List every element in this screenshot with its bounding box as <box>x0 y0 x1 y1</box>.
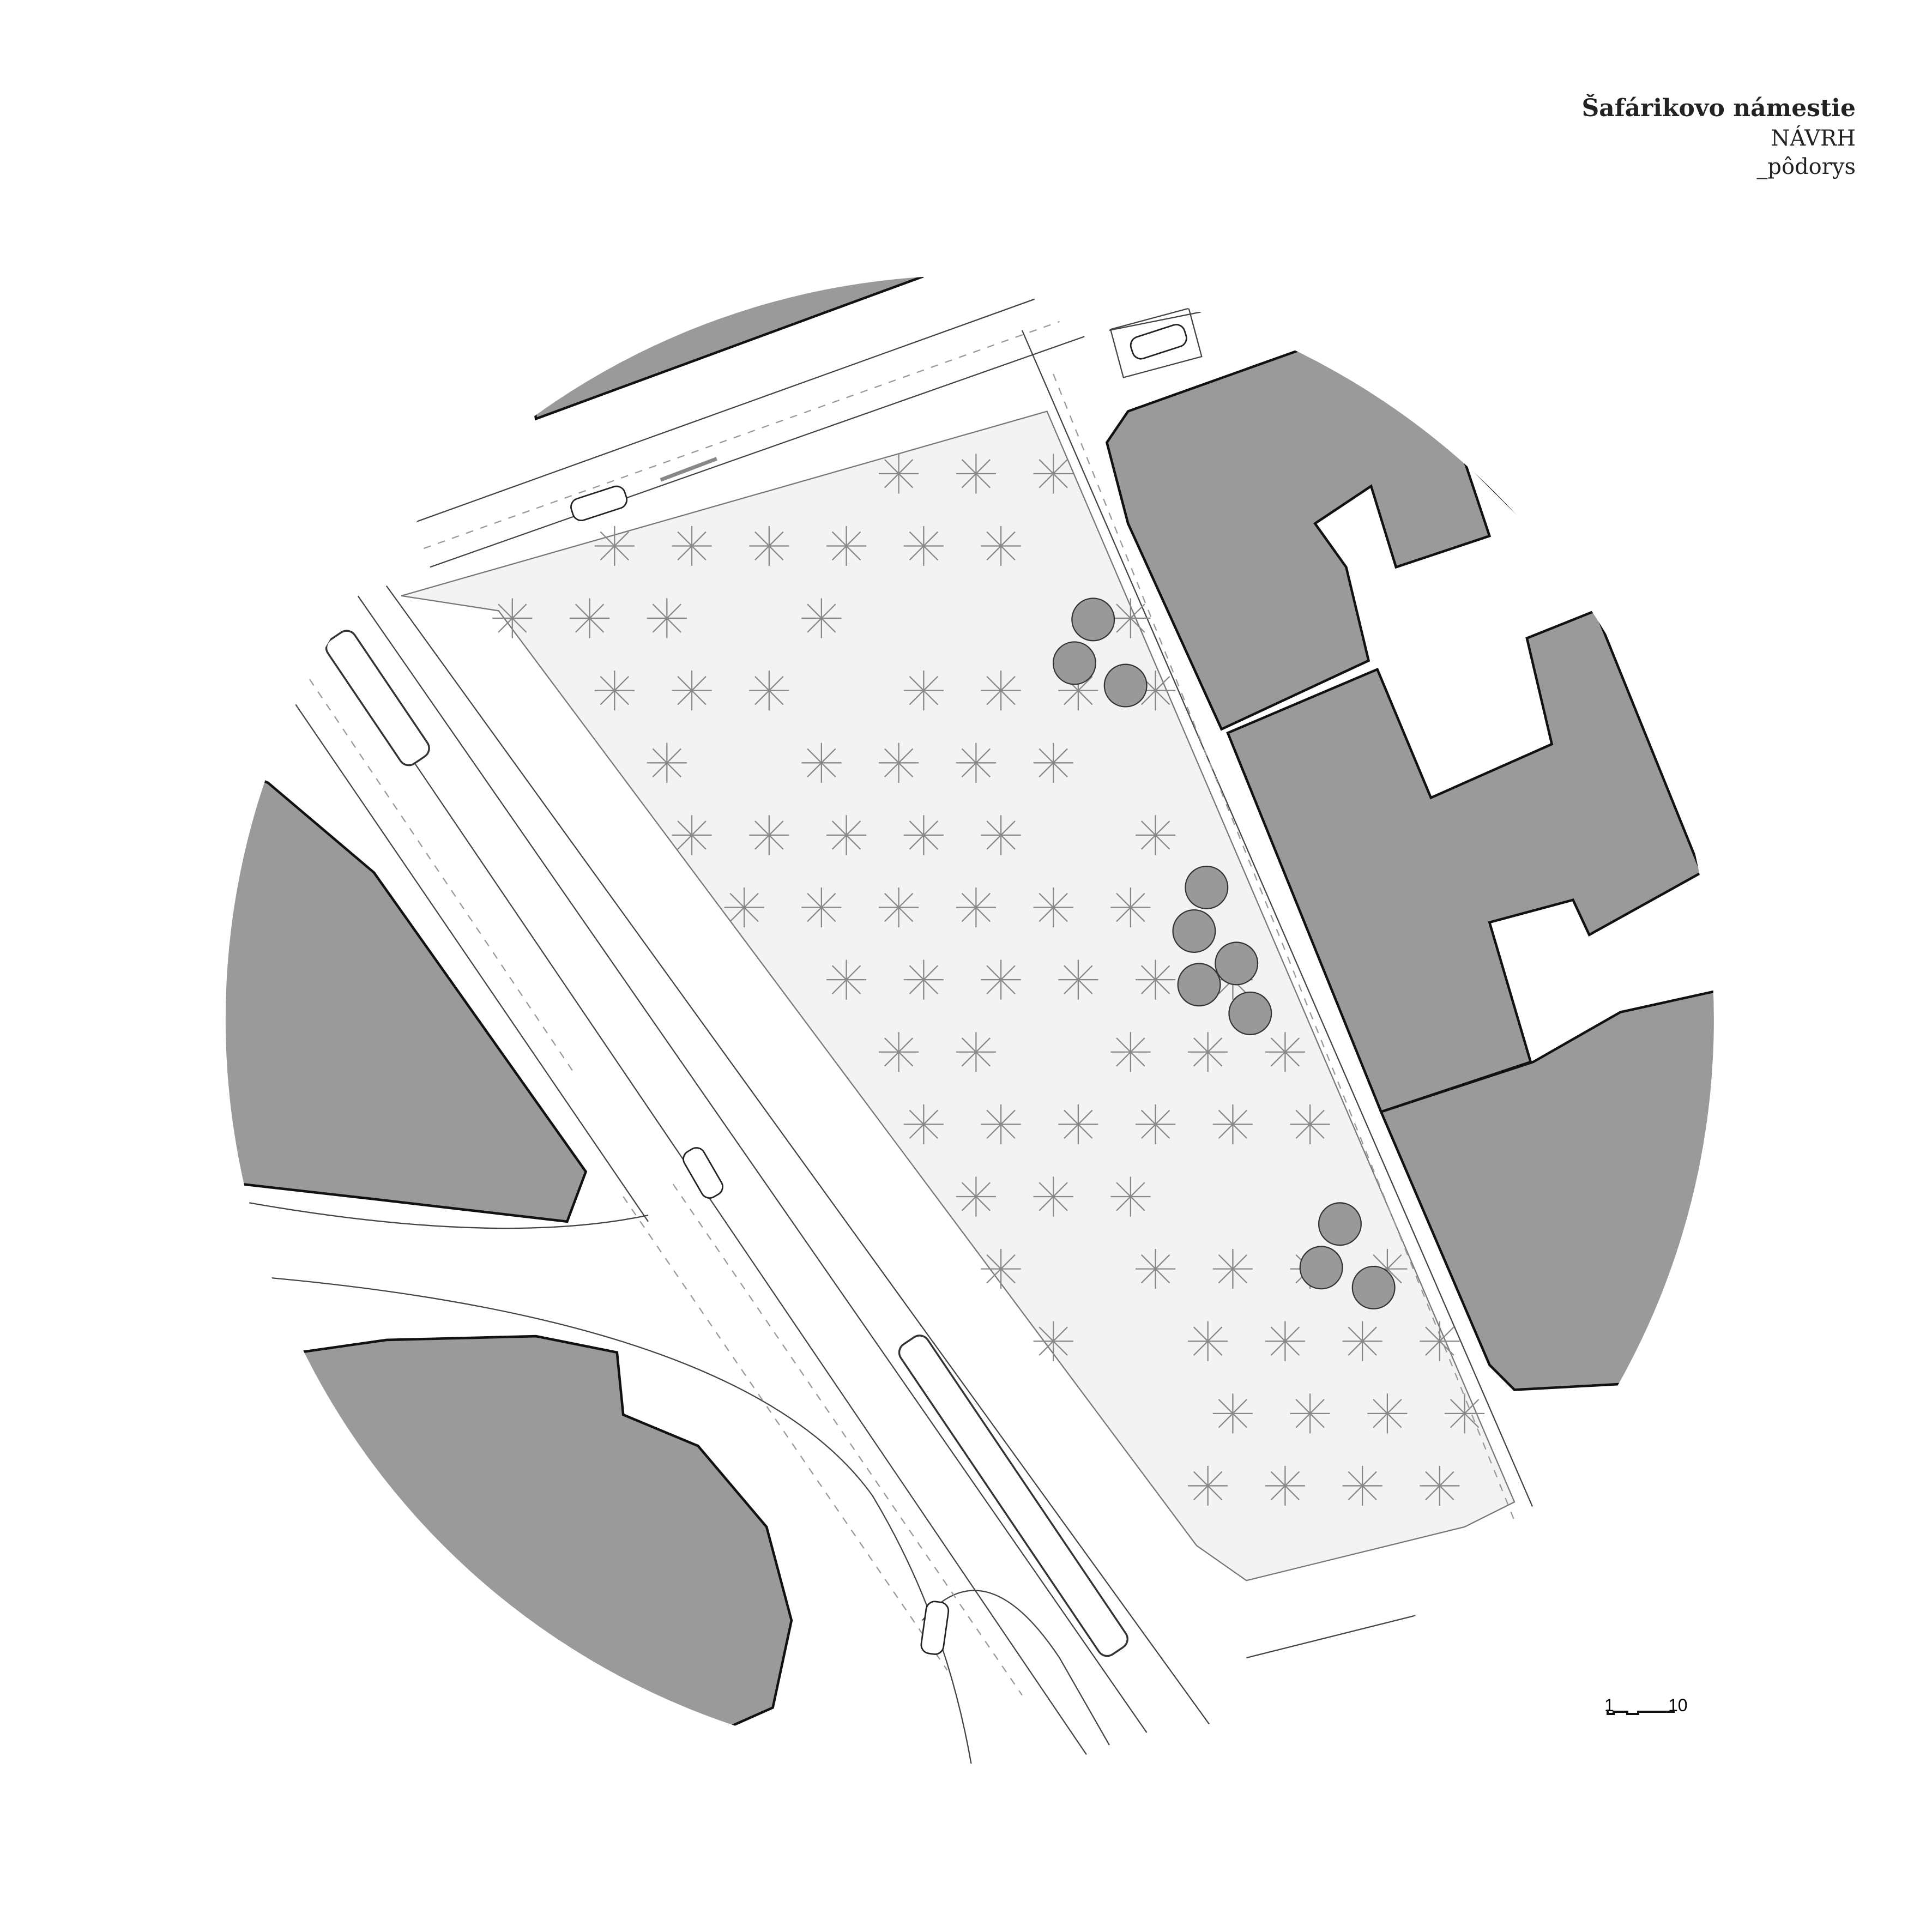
tree-icon <box>1136 1104 1175 1144</box>
tree-icon <box>879 1032 919 1072</box>
tree-icon <box>1034 454 1073 493</box>
tree-icon <box>956 887 996 927</box>
tree-icon <box>1136 960 1175 1000</box>
tree-icon <box>1110 887 1150 927</box>
tree-icon <box>956 1032 996 1072</box>
tree-icon <box>879 743 919 783</box>
tree-icon <box>956 743 996 783</box>
umbrella-icon <box>1300 1246 1343 1289</box>
tree-icon <box>981 815 1021 855</box>
tree-icon <box>1110 1032 1150 1072</box>
umbrella-icon <box>1053 642 1096 685</box>
scale-bar-graphic <box>1600 1708 1682 1719</box>
tree-icon <box>1136 1249 1175 1289</box>
tree-icon <box>801 743 841 783</box>
tree-icon <box>570 598 609 638</box>
tree-icon <box>904 671 944 710</box>
umbrella-icon <box>1072 598 1114 641</box>
tree-icon <box>1110 1176 1150 1216</box>
tree-icon <box>981 1249 1021 1289</box>
tree-icon <box>956 1176 996 1216</box>
tree-icon <box>1034 1176 1073 1216</box>
tree-icon <box>1367 1393 1407 1433</box>
umbrella-icon <box>1178 963 1221 1006</box>
tree-icon <box>1213 1249 1253 1289</box>
tree-icon <box>1290 1104 1330 1144</box>
tree-icon <box>981 960 1021 1000</box>
umbrella-icon <box>1353 1266 1395 1309</box>
tree-icon <box>749 671 789 710</box>
umbrella-icon <box>1185 866 1228 909</box>
tree-icon <box>904 815 944 855</box>
tree-icon <box>981 1104 1021 1144</box>
tree-icon <box>1188 1032 1228 1072</box>
tree-icon <box>1343 1321 1382 1361</box>
tree-icon <box>1058 1104 1098 1144</box>
tree-icon <box>672 671 711 710</box>
tree-icon <box>1420 1321 1459 1361</box>
umbrella-icon <box>1173 910 1216 952</box>
project-stage: NÁVRH <box>1581 124 1856 153</box>
tree-icon <box>672 815 711 855</box>
tree-icon <box>879 454 919 493</box>
tree-icon <box>749 815 789 855</box>
tree-icon <box>1034 743 1073 783</box>
tree-icon <box>826 960 866 1000</box>
tree-icon <box>981 671 1021 710</box>
tree-icon <box>1034 887 1073 927</box>
tree-icon <box>724 887 764 927</box>
umbrella-icon <box>1229 992 1271 1035</box>
tree-icon <box>826 815 866 855</box>
tree-icon <box>1265 1466 1305 1506</box>
title-block: Šafárikovo námestie NÁVRH _pôdorys <box>1581 93 1856 181</box>
tree-icon <box>1213 1393 1253 1433</box>
tree-icon <box>749 526 789 566</box>
tree-icon <box>1265 1032 1305 1072</box>
building-top-left-sliver <box>499 187 922 419</box>
umbrella-icon <box>1319 1203 1361 1245</box>
tree-icon <box>595 526 635 566</box>
tree-icon <box>904 526 944 566</box>
umbrella-icon <box>1215 943 1258 985</box>
tree-icon <box>1188 1466 1228 1506</box>
tree-icon <box>904 1104 944 1144</box>
tree-icon <box>1420 1466 1459 1506</box>
tree-icon <box>956 454 996 493</box>
tree-icon <box>801 887 841 927</box>
project-title: Šafárikovo námestie <box>1581 93 1856 124</box>
tree-icon <box>1213 1104 1253 1144</box>
building-top-right <box>1107 312 1745 729</box>
tree-icon <box>1188 1321 1228 1361</box>
tree-icon <box>492 598 532 638</box>
building-bottom-left <box>187 1336 792 1770</box>
tree-icon <box>1265 1321 1305 1361</box>
scale-bar: 1 10 <box>1600 1695 1693 1734</box>
tree-icon <box>647 598 687 638</box>
tree-icon <box>1290 1393 1330 1433</box>
umbrella-icon <box>1104 665 1147 707</box>
tree-icon <box>826 526 866 566</box>
tree-icon <box>879 887 919 927</box>
tree-icon <box>904 960 944 1000</box>
tree-icon <box>672 526 711 566</box>
tree-icon <box>981 526 1021 566</box>
tree-icon <box>1034 1321 1073 1361</box>
tree-icon <box>801 598 841 638</box>
tree-icon <box>647 743 687 783</box>
tree-icon <box>1058 960 1098 1000</box>
building-left <box>187 748 586 1222</box>
tree-icon <box>1136 815 1175 855</box>
tree-icon <box>1110 598 1150 638</box>
tree-icon <box>595 671 635 710</box>
tree-icon <box>1445 1393 1484 1433</box>
tree-icon <box>1343 1466 1382 1506</box>
drawing-type: _pôdorys <box>1581 153 1856 181</box>
